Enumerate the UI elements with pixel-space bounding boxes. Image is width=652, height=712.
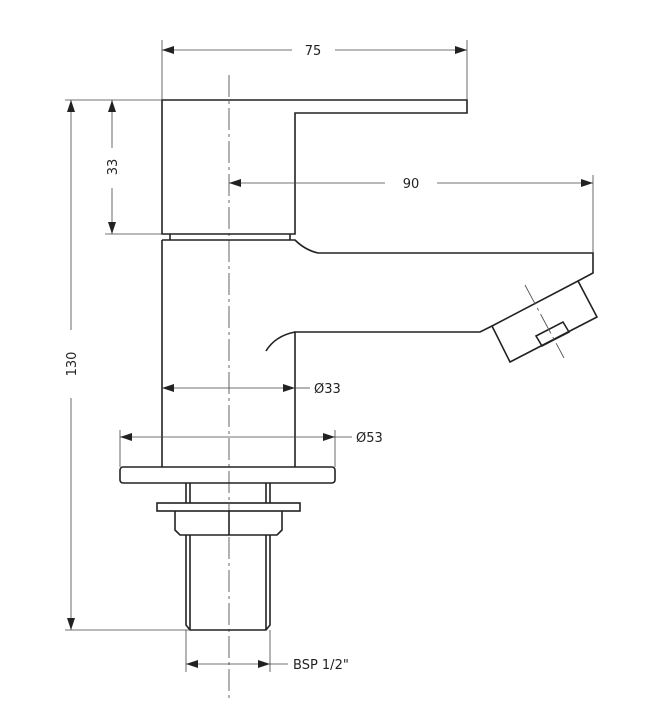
threaded-shank [185,535,271,631]
dim-label-130: 130 [65,352,80,377]
base-plate [119,466,336,484]
aerator-key [534,320,571,348]
back-nut [174,511,283,536]
dim-label-d53: Ø53 [356,431,383,446]
handle-outline [161,99,468,235]
dim-label-90: 90 [403,177,420,192]
aerator-nozzle [490,279,599,364]
dim-label-33: 33 [106,159,121,176]
body-outline [161,240,493,467]
dim-label-d33: Ø33 [314,382,341,397]
body-curve [265,331,296,352]
spout-top [162,239,594,282]
stem [185,483,271,503]
dim-label-75: 75 [305,44,322,59]
washer [156,502,301,512]
nozzle-axis [524,284,565,359]
dim-label-bsp: BSP 1/2" [293,658,349,673]
handle-band [169,234,291,240]
